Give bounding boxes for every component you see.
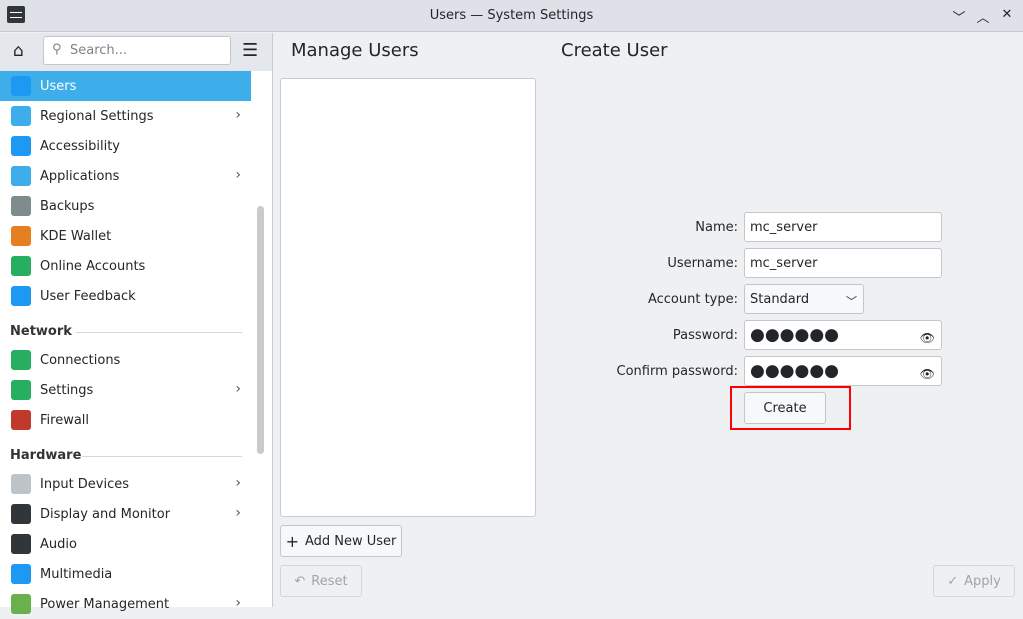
sidebar-item-label: User Feedback [40, 288, 136, 304]
user-feedback-icon [11, 286, 31, 306]
username-label: Username: [667, 256, 738, 271]
add-new-user-button[interactable]: +Add New User [280, 525, 402, 557]
account-type-label: Account type: [647, 292, 738, 307]
account-type-select[interactable]: Standard﹀ [744, 284, 864, 314]
sidebar-item-label: Display and Monitor [40, 506, 171, 522]
applications-icon [11, 166, 31, 186]
maximize-button[interactable]: ︿ [976, 11, 990, 26]
show-password-eye-icon[interactable]: 👁 [919, 331, 935, 345]
sidebar-item-label: Regional Settings [40, 108, 154, 124]
sidebar-item-label: Applications [40, 168, 120, 184]
sidebar-item-label: Connections [40, 352, 121, 368]
create-user-title: Create User [561, 40, 668, 61]
apply-button[interactable]: ✓Apply [933, 565, 1015, 597]
network-settings-icon [11, 380, 31, 400]
sidebar-item-label: Users [40, 78, 77, 94]
username-field[interactable]: mc_server [744, 248, 942, 278]
show-password-eye-icon[interactable]: 👁 [919, 367, 935, 381]
chevron-down-icon: ﹀ [846, 295, 857, 308]
user-list[interactable] [280, 78, 536, 517]
close-button[interactable]: ✕ [1001, 7, 1013, 22]
chevron-right-icon: › [235, 167, 241, 183]
sidebar-item-label: Input Devices [40, 476, 130, 492]
plus-icon: + [285, 531, 299, 551]
sidebar-item-applications[interactable]: Applications › [0, 161, 251, 191]
sidebar-item-accessibility[interactable]: Accessibility [0, 131, 251, 161]
sidebar-item-label: Power Management [40, 596, 170, 612]
sidebar-item-settings[interactable]: Settings › [0, 375, 251, 405]
wallet-icon [11, 226, 31, 246]
search-icon: ⚲ [52, 42, 62, 57]
online-accounts-icon [11, 256, 31, 276]
sidebar-item-power-management[interactable]: Power Management › [0, 589, 251, 619]
accessibility-icon [11, 136, 31, 156]
home-icon[interactable]: ⌂ [13, 41, 24, 61]
multimedia-icon [11, 564, 31, 584]
sidebar-item-audio[interactable]: Audio [0, 529, 251, 559]
firewall-icon [11, 410, 31, 430]
sidebar-item-label: Multimedia [40, 566, 113, 582]
create-button[interactable]: Create [744, 392, 826, 424]
sidebar-item-display-and-monitor[interactable]: Display and Monitor › [0, 499, 251, 529]
sidebar-item-firewall[interactable]: Firewall [0, 405, 251, 435]
reset-button[interactable]: ↶Reset [280, 565, 362, 597]
speaker-icon [11, 534, 31, 554]
chevron-right-icon: › [235, 381, 241, 397]
divider [82, 456, 242, 457]
connections-icon [11, 350, 31, 370]
sidebar-item-label: Settings [40, 382, 94, 398]
window-title: Users — System Settings [429, 8, 594, 23]
sidebar-item-kde-wallet[interactable]: KDE Wallet [0, 221, 251, 251]
sidebar-item-backups[interactable]: Backups [0, 191, 251, 221]
sidebar-item-connections[interactable]: Connections [0, 345, 251, 375]
section-network: Network [10, 324, 72, 339]
sidebar-item-label: Accessibility [40, 138, 120, 154]
password-label: Password: [672, 328, 738, 343]
checkmark-icon: ✓ [947, 573, 959, 589]
search-input[interactable]: ⚲Search... [43, 36, 231, 65]
manage-users-title: Manage Users [291, 40, 419, 61]
name-label: Name: [695, 220, 738, 235]
power-icon [11, 594, 31, 614]
system-settings-app-icon [7, 6, 25, 23]
password-field[interactable]: ●●●●●●👁 [744, 320, 942, 350]
sidebar-item-label: Audio [40, 536, 77, 552]
regional-settings-icon [11, 106, 31, 126]
sidebar-scrollbar[interactable] [257, 206, 264, 454]
sidebar-item-users[interactable]: Users [0, 71, 251, 101]
minimize-button[interactable]: ﹀ [952, 11, 966, 26]
sidebar-item-regional-settings[interactable]: Regional Settings › [0, 101, 251, 131]
sidebar-item-label: Firewall [40, 412, 90, 428]
divider [76, 332, 242, 333]
users-icon [11, 76, 31, 96]
sidebar-item-user-feedback[interactable]: User Feedback [0, 281, 251, 311]
sidebar-item-label: Backups [40, 198, 95, 214]
chevron-right-icon: › [235, 505, 241, 521]
sidebar-item-label: KDE Wallet [40, 228, 112, 244]
sidebar-item-online-accounts[interactable]: Online Accounts [0, 251, 251, 281]
hamburger-menu-icon[interactable]: ☰ [242, 40, 259, 61]
chevron-right-icon: › [235, 475, 241, 491]
mouse-icon [11, 474, 31, 494]
section-hardware: Hardware [10, 448, 82, 463]
chevron-right-icon: › [235, 595, 241, 611]
confirm-password-field[interactable]: ●●●●●●👁 [744, 356, 942, 386]
highlight-box [730, 386, 851, 430]
monitor-icon [11, 504, 31, 524]
sidebar-item-multimedia[interactable]: Multimedia [0, 559, 251, 589]
undo-icon: ↶ [294, 573, 306, 589]
name-field[interactable]: mc_server [744, 212, 942, 242]
title-bar: Users — System Settings ﹀ ︿ ✕ [0, 0, 1023, 32]
chevron-right-icon: › [235, 107, 241, 123]
backups-icon [11, 196, 31, 216]
confirm-password-label: Confirm password: [616, 364, 738, 379]
sidebar-item-label: Online Accounts [40, 258, 146, 274]
sidebar-item-input-devices[interactable]: Input Devices › [0, 469, 251, 499]
